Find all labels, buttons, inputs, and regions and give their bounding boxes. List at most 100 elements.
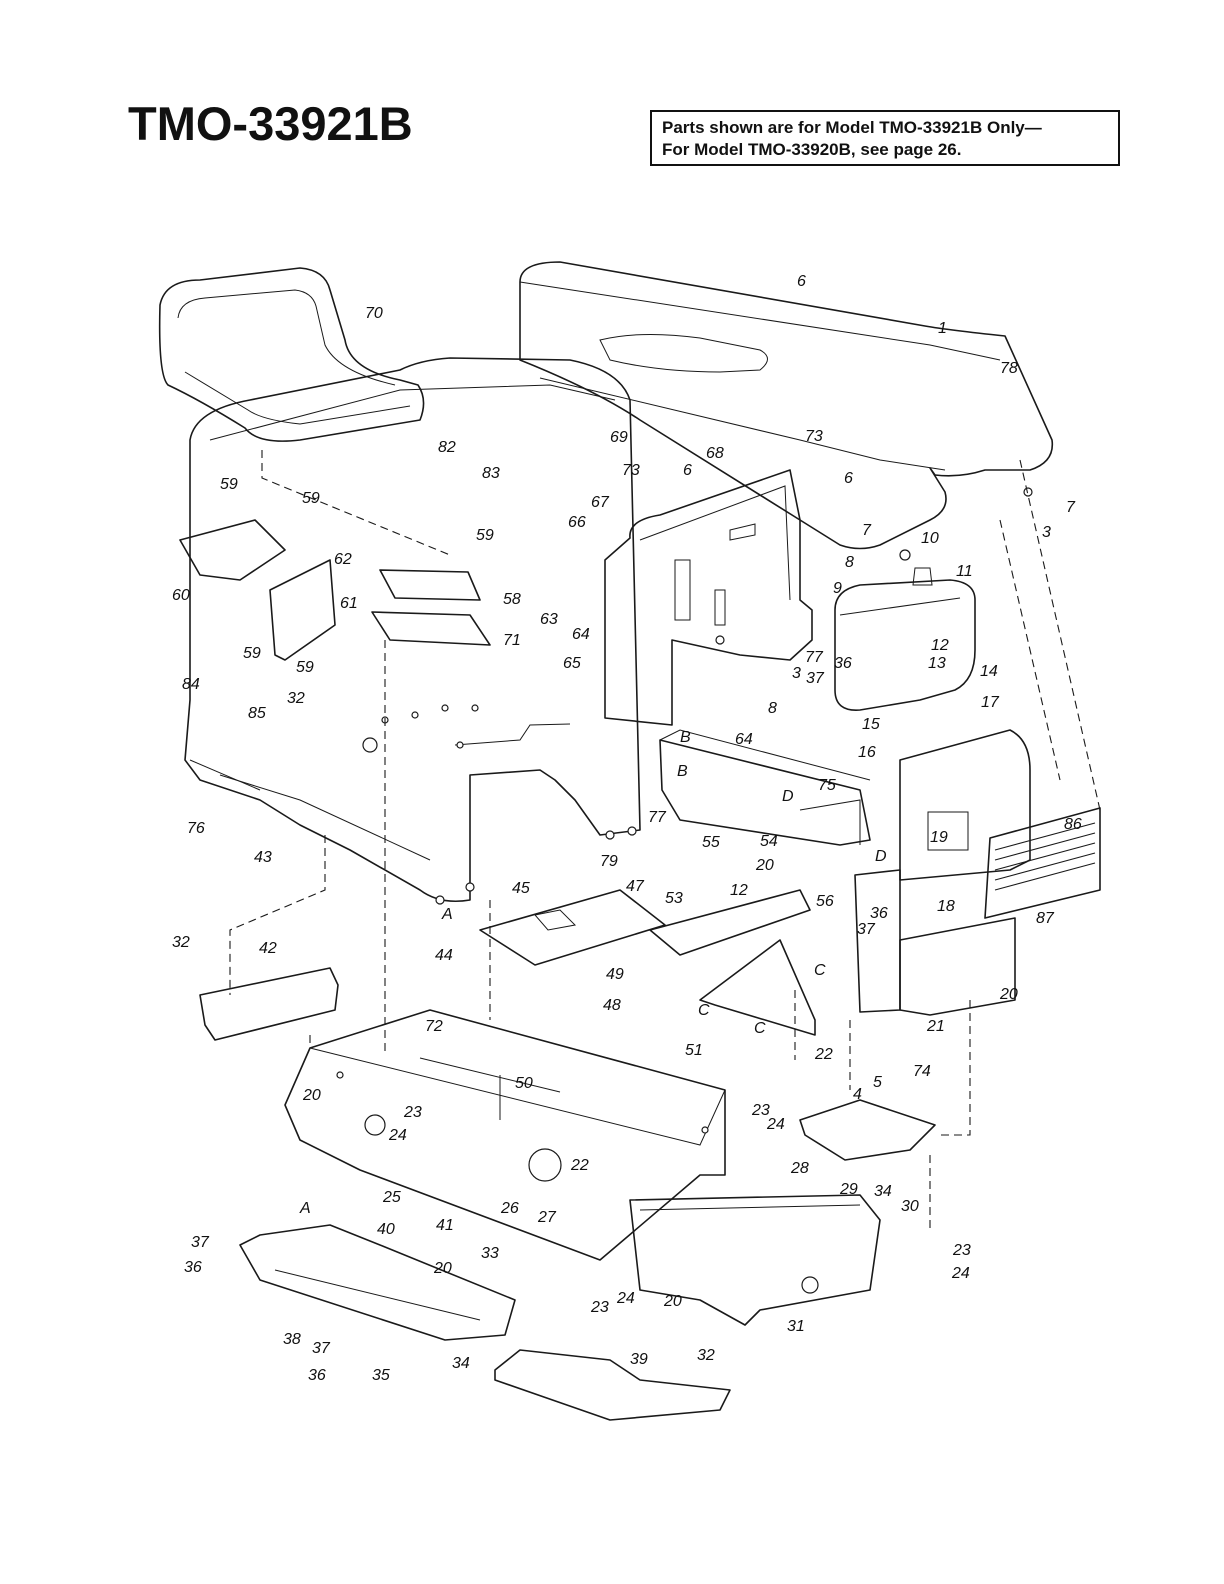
part-number-label: 26	[500, 1200, 519, 1217]
part-number-label: 6	[844, 470, 853, 487]
part-number-label: 36	[184, 1259, 202, 1276]
part-number-label: 20	[302, 1087, 321, 1104]
part-number-label: 6	[683, 462, 692, 479]
part-number-label: 3	[792, 665, 801, 682]
seat-bracket-part	[179, 519, 491, 661]
part-number-label: 15	[862, 716, 880, 733]
part-number-label: 65	[563, 655, 581, 672]
grille-part	[854, 729, 1101, 1016]
part-number-label: 77	[805, 649, 824, 666]
part-number-label: 29	[839, 1181, 858, 1198]
part-number-label: 14	[980, 663, 998, 680]
part-number-label: 21	[926, 1018, 945, 1035]
part-number-label: 73	[622, 462, 640, 479]
part-number-label: 17	[981, 694, 1000, 711]
part-number-label: 34	[874, 1183, 892, 1200]
battery-box-part	[659, 729, 871, 846]
part-number-label: 87	[1036, 910, 1055, 927]
part-number-label: 39	[630, 1351, 648, 1368]
part-number-label: C	[698, 1002, 710, 1019]
part-number-label: 31	[787, 1318, 805, 1335]
part-number-label: 37	[191, 1234, 210, 1251]
part-number-label: 32	[287, 690, 305, 707]
model-title: TMO-33921B	[128, 97, 413, 150]
part-number-label: 23	[403, 1104, 422, 1121]
part-number-label: 77	[648, 809, 667, 826]
part-number-label: 59	[302, 490, 320, 507]
part-number-label: 22	[814, 1046, 833, 1063]
part-number-label: A	[299, 1200, 311, 1217]
part-number-label: 85	[248, 705, 266, 722]
part-number-label: 8	[845, 554, 854, 571]
notice-line-1: Parts shown are for Model TMO-33921B Onl…	[662, 118, 1042, 137]
part-number-label: 24	[616, 1290, 635, 1307]
part-number-label: 36	[834, 655, 852, 672]
footrest-plate-part	[799, 1099, 936, 1161]
part-number-label: 59	[243, 645, 261, 662]
part-number-label: 16	[858, 744, 876, 761]
fuel-tank-part	[834, 567, 976, 711]
part-number-label: 43	[254, 849, 272, 866]
part-number-label: 83	[482, 465, 500, 482]
part-number-label: 22	[570, 1157, 589, 1174]
part-number-label: 20	[433, 1260, 452, 1277]
part-number-label: 38	[283, 1331, 301, 1348]
part-number-label: 12	[931, 637, 949, 654]
part-number-label: 36	[870, 905, 888, 922]
part-number-label: 37	[806, 670, 825, 687]
part-number-label: 36	[308, 1367, 326, 1384]
part-number-label: B	[677, 763, 688, 780]
part-number-label: 37	[857, 921, 876, 938]
part-number-label: 86	[1064, 816, 1082, 833]
part-number-label: 63	[540, 611, 558, 628]
part-number-label: 64	[572, 626, 590, 643]
seat-part	[158, 267, 425, 442]
part-number-label: 9	[833, 580, 842, 597]
foot-plate-part	[239, 1224, 516, 1341]
battery-plate-part	[479, 889, 666, 966]
part-number-label: 55	[702, 834, 720, 851]
part-number-label: 25	[382, 1189, 401, 1206]
part-number-label: 10	[921, 530, 939, 547]
part-number-label: 78	[1000, 360, 1018, 377]
part-number-label: 49	[606, 966, 624, 983]
part-number-label: 7	[862, 522, 872, 539]
part-number-label: 67	[591, 494, 610, 511]
part-number-label: 24	[388, 1127, 407, 1144]
part-number-label: B	[680, 729, 691, 746]
part-number-label: 71	[503, 632, 521, 649]
part-number-label: 35	[372, 1367, 390, 1384]
part-number-label: 32	[697, 1347, 715, 1364]
part-number-label: 13	[928, 655, 946, 672]
part-number-label: D	[875, 848, 887, 865]
part-number-label: 59	[220, 476, 238, 493]
part-number-label: 20	[663, 1293, 682, 1310]
support-bracket-part	[649, 889, 816, 1036]
part-number-label: 23	[590, 1299, 609, 1316]
part-number-label: 40	[377, 1221, 395, 1238]
part-number-label: 56	[816, 893, 834, 910]
part-number-label: 72	[425, 1018, 443, 1035]
part-number-label: 69	[610, 429, 628, 446]
part-number-label: 5	[873, 1074, 882, 1091]
part-number-label: 84	[182, 676, 200, 693]
part-number-label: 3	[1042, 524, 1051, 541]
part-number-label: 44	[435, 947, 453, 964]
part-number-label: 45	[512, 880, 530, 897]
part-number-label: 61	[340, 595, 358, 612]
part-number-label: C	[754, 1020, 766, 1037]
part-number-label: 73	[805, 428, 823, 445]
notice-line-2: For Model TMO-33920B, see page 26.	[662, 140, 962, 159]
part-number-label: 82	[438, 439, 456, 456]
part-number-label: 50	[515, 1075, 533, 1092]
part-number-label: 79	[600, 853, 618, 870]
part-number-label: 74	[913, 1063, 931, 1080]
part-number-label: 28	[790, 1160, 809, 1177]
part-number-label: 51	[685, 1042, 703, 1059]
part-number-label: 42	[259, 940, 277, 957]
part-number-label: 68	[706, 445, 724, 462]
part-number-label: 24	[766, 1116, 785, 1133]
part-number-label: 23	[751, 1102, 770, 1119]
part-number-label: 7	[1066, 499, 1076, 516]
